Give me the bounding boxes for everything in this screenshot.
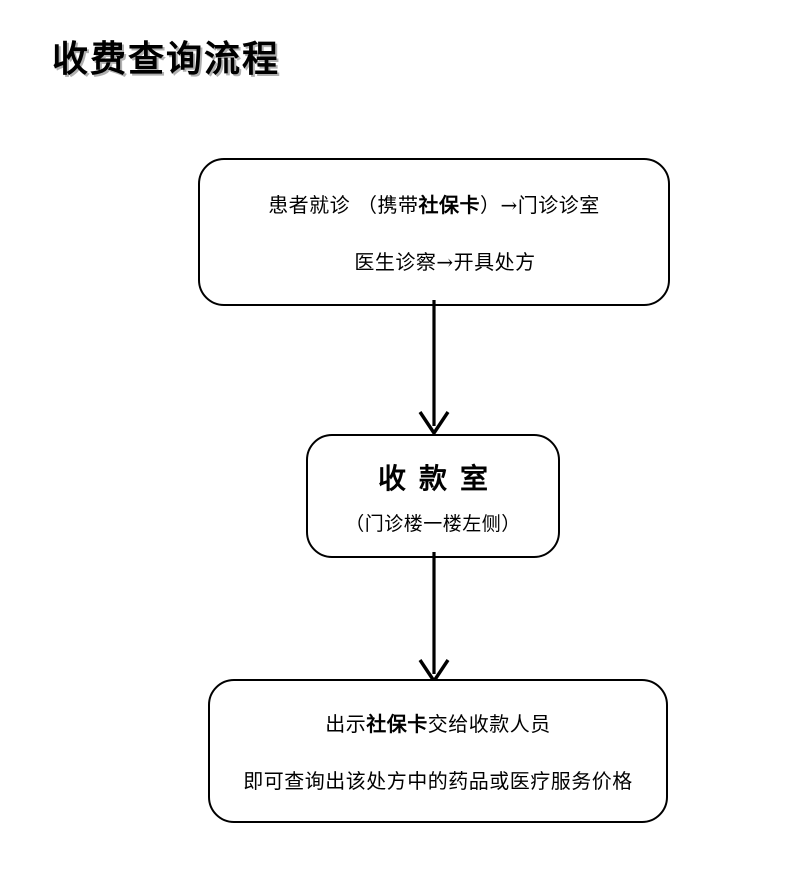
price-query-line-1: 出示社保卡交给收款人员 <box>325 708 551 737</box>
patient-visit-line-1-suffix: ）→门诊诊室 <box>480 193 600 217</box>
page-title: 收费查询流程 <box>52 38 281 80</box>
price-query-line-1-prefix: 出示 <box>325 712 367 736</box>
patient-visit-line-1-prefix: 患者就诊 （携带 <box>268 193 419 217</box>
cashier-room-subtitle: （门诊楼一楼左侧） <box>345 512 521 535</box>
cashier-room-node[interactable]: 收款室 （门诊楼一楼左侧） <box>306 434 560 558</box>
patient-visit-line-2: 医生诊察→开具处方 <box>354 250 536 274</box>
price-query-line-1-suffix: 交给收款人员 <box>427 712 551 736</box>
patient-visit-node[interactable]: 患者就诊 （携带社保卡）→门诊诊室 医生诊察→开具处方 <box>198 158 670 306</box>
price-query-line-1-emphasis: 社保卡 <box>366 712 428 736</box>
arrow-cashier-to-query <box>408 552 460 688</box>
patient-visit-line-1: 患者就诊 （携带社保卡）→门诊诊室 <box>268 189 600 218</box>
price-query-node[interactable]: 出示社保卡交给收款人员 即可查询出该处方中的药品或医疗服务价格 <box>208 679 668 823</box>
price-query-line-2: 即可查询出该处方中的药品或医疗服务价格 <box>243 769 633 793</box>
cashier-room-title: 收款室 <box>377 461 501 495</box>
arrow-visit-to-cashier <box>408 300 460 440</box>
patient-visit-line-1-emphasis: 社保卡 <box>418 193 481 217</box>
